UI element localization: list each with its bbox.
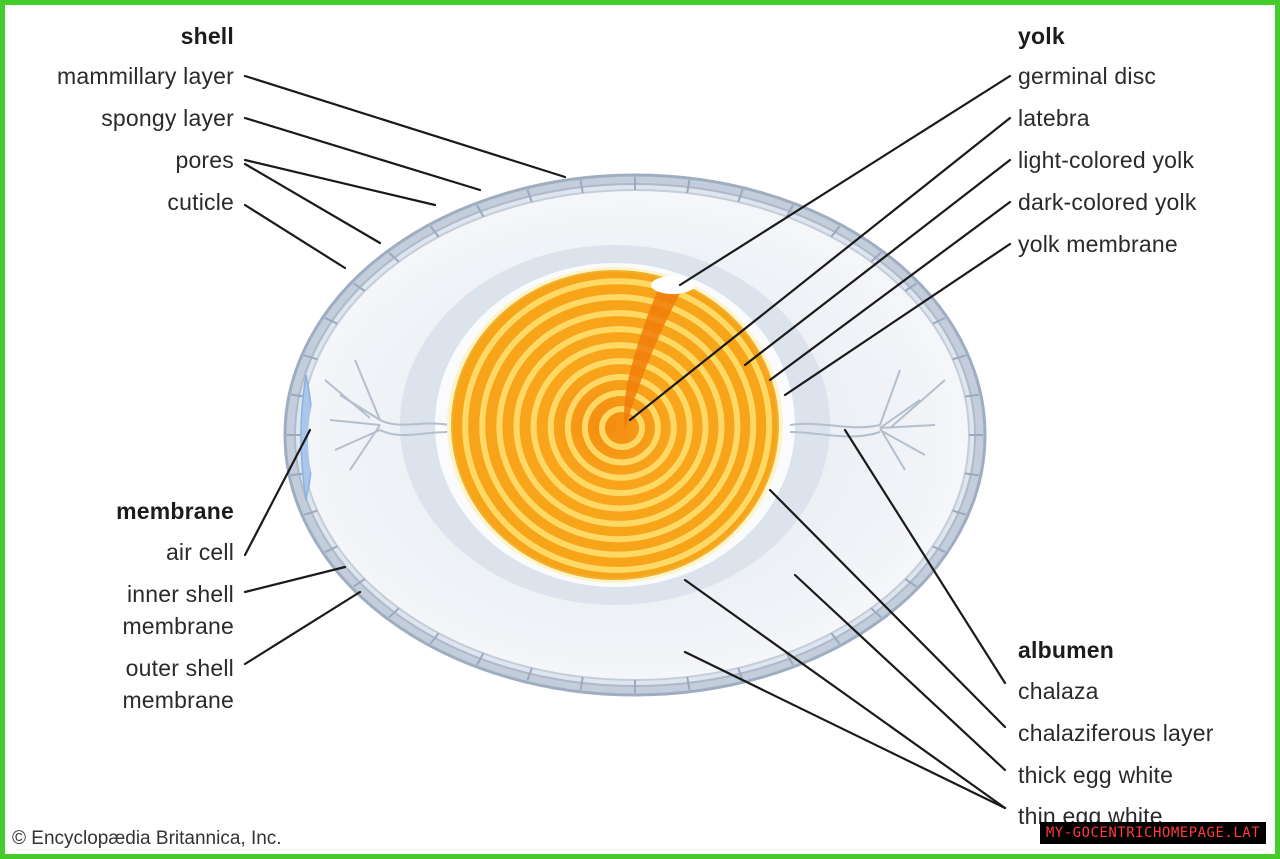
pore-tick (686, 180, 691, 194)
pore-tick (388, 251, 400, 263)
label-cuticle: cuticle (167, 189, 234, 215)
label-spongy-layer: spongy layer (101, 105, 234, 131)
pore-tick (476, 204, 485, 218)
pore-tick (303, 354, 318, 361)
latebra (624, 285, 682, 430)
label-dark-colored-yolk: dark-colored yolk (1018, 189, 1197, 215)
pore-tick (579, 180, 584, 194)
shell-heading: shell (180, 23, 234, 49)
label-inner-shell-membrane: inner shell membrane (122, 581, 234, 639)
leader-line (243, 158, 437, 207)
membrane-heading: membrane (116, 498, 234, 524)
pore-tick (352, 282, 366, 292)
label-thick-egg-white: thick egg white (1018, 762, 1174, 788)
leader-line (743, 158, 1012, 367)
leader-line (843, 428, 1007, 685)
pore-tick (429, 632, 440, 645)
label-chalaziferous-layer: chalaziferous layer (1018, 720, 1214, 746)
yolk-ring (462, 278, 773, 573)
yolk-ring (530, 342, 709, 512)
pore-tick (526, 667, 533, 681)
yolk-ring (599, 406, 645, 450)
pore-tick (932, 545, 946, 554)
pore-tick (324, 316, 338, 325)
pore-tick (964, 393, 979, 398)
pore-tick (737, 189, 744, 203)
chalaza-left (324, 359, 451, 471)
leader-line (793, 573, 1007, 772)
leader-line (243, 74, 567, 179)
pore-tick (870, 251, 882, 263)
leader-line (243, 116, 482, 192)
pore-tick (352, 578, 366, 588)
yolk-ring (564, 374, 677, 481)
yolk-ring (496, 310, 741, 543)
leader-line (783, 242, 1012, 397)
yolk-rings (462, 278, 773, 573)
label-pores: pores (175, 147, 234, 173)
pore-tick (324, 545, 338, 554)
germinal-disc (651, 276, 695, 294)
pore-tick (785, 652, 794, 666)
pore-tick (904, 578, 918, 588)
leader-line (243, 203, 347, 270)
yolk-ring (547, 358, 693, 497)
label-yolk-membrane: yolk membrane (1018, 231, 1178, 257)
leader-line (683, 650, 1007, 810)
yolk-ring (581, 390, 661, 466)
leader-line (243, 428, 312, 557)
pore-tick (737, 667, 744, 681)
label-latebra: latebra (1018, 105, 1090, 131)
copyright-credit: © Encyclopædia Britannica, Inc. (12, 828, 282, 849)
leader-line (768, 200, 1012, 382)
label-light-colored-yolk: light-colored yolk (1018, 147, 1195, 173)
label-mammillary-layer: mammillary layer (57, 63, 234, 89)
leader-line (243, 590, 362, 666)
leader-line (683, 578, 1007, 810)
leader-line (678, 74, 1012, 287)
pore-tick (785, 204, 794, 218)
pore-tick (476, 652, 485, 666)
pore-tick (830, 632, 841, 645)
pore-tick (303, 509, 318, 516)
chalaza-right (789, 369, 946, 471)
label-chalaza: chalaza (1018, 678, 1099, 704)
leader-line (628, 116, 1012, 422)
leader-line (768, 488, 1007, 729)
pore-tick (952, 509, 967, 516)
yolk-ring (513, 326, 725, 527)
label-air-cell: air cell (165, 539, 234, 565)
leader-line (243, 162, 382, 245)
pore-tick (830, 225, 841, 238)
yolk-heading: yolk (1018, 23, 1065, 49)
albumen-heading: albumen (1018, 637, 1114, 663)
pore-tick (579, 676, 584, 690)
label-outer-shell-membrane: outer shell membrane (122, 655, 234, 713)
pore-tick (388, 607, 400, 619)
yolk-ring (479, 294, 757, 558)
pore-tick (904, 282, 918, 292)
shell-pores (287, 177, 983, 693)
pore-tick (526, 189, 533, 203)
pore-tick (932, 316, 946, 325)
watermark-banner: MY-GOCENTRICHOMEPAGE.LAT (1040, 822, 1266, 844)
pore-tick (952, 354, 967, 361)
pore-tick (870, 607, 882, 619)
pore-tick (686, 676, 691, 690)
leader-line (243, 565, 347, 594)
yolk (447, 267, 783, 583)
leader-lines (243, 74, 1012, 810)
pore-tick (964, 472, 979, 477)
label-germinal-disc: germinal disc (1018, 63, 1157, 89)
pore-tick (429, 225, 440, 238)
